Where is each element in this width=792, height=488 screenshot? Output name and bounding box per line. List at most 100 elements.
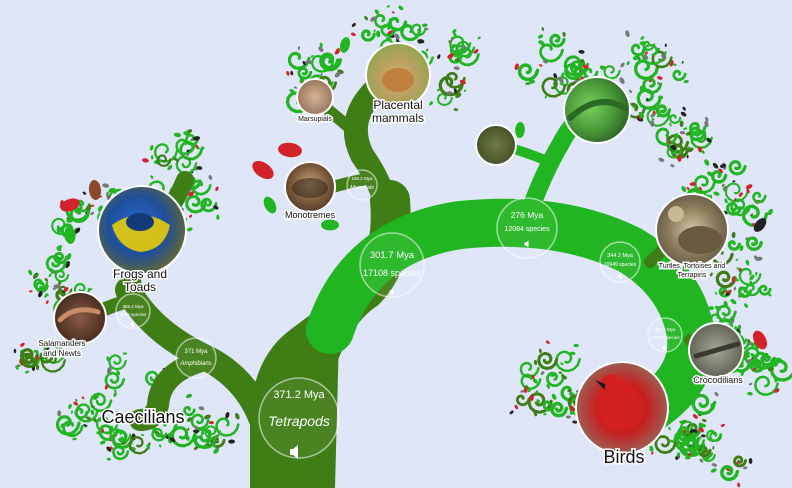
label-placental-line1[interactable]: Placental (372, 97, 424, 114)
leaf (192, 429, 199, 434)
leaf (350, 32, 356, 36)
leaf (699, 436, 702, 440)
leaf (679, 130, 686, 135)
node-frogs-salamanders-count: 5565 species (120, 312, 147, 317)
leaf-curl (62, 420, 84, 438)
label-salamanders-line2[interactable]: and Newts (42, 348, 83, 360)
leaf (704, 159, 710, 166)
label-frogs-line2[interactable]: Toads (122, 279, 157, 296)
leaf (60, 198, 80, 212)
leaf (96, 431, 102, 435)
leaf (319, 42, 323, 48)
leaf (188, 157, 191, 161)
leaf (638, 111, 645, 119)
leaf (235, 413, 240, 420)
leaf (525, 385, 529, 390)
label-birds[interactable]: Birds (602, 446, 646, 469)
leaf (391, 11, 395, 14)
leaf (66, 218, 73, 223)
leaf (453, 32, 457, 37)
leaf-curl (642, 40, 656, 51)
leaf-curl (39, 351, 54, 364)
marsupial-photo[interactable] (296, 78, 334, 116)
cardinal-photo[interactable] (575, 361, 669, 455)
label-marsupials[interactable]: Marsupials (297, 115, 334, 125)
node-amniotes[interactable]: 301.7 Mya 17108 species (359, 232, 425, 298)
leaf-curl (75, 403, 99, 423)
crocodile-photo[interactable] (688, 322, 744, 378)
label-turtles-line1[interactable]: Turtles, Tortoises and (657, 262, 727, 272)
label-crocodilians[interactable]: Crocodilians (692, 374, 745, 387)
hamster-photo[interactable] (365, 42, 431, 108)
leaf-curl (321, 54, 340, 70)
leaf (734, 278, 739, 282)
tortoise-photo[interactable] (655, 193, 729, 267)
label-placental-line2[interactable]: mammals (370, 110, 425, 127)
leaf (699, 458, 704, 463)
leaf (213, 447, 220, 454)
leaf (679, 120, 684, 128)
leaf (625, 30, 630, 38)
echidna-photo[interactable] (284, 161, 336, 213)
leaf (321, 219, 339, 231)
leaf (60, 423, 64, 428)
leaf-curl (215, 417, 240, 437)
leaf (183, 131, 191, 136)
node-frogs-salamanders[interactable]: 355.4 Mya 5565 species (115, 293, 151, 329)
leaf (645, 51, 648, 55)
label-monotremes[interactable]: Monotremes (283, 209, 337, 222)
node-archosaurs[interactable]: 340.4 Mya 10916 species (647, 317, 683, 353)
leaf (278, 142, 302, 158)
node-sauropsids[interactable]: 276 Mya 12084 species (496, 197, 558, 259)
leaf (545, 340, 550, 344)
leaf-curl (710, 170, 728, 184)
leaf (196, 166, 203, 170)
node-mammals[interactable]: 165.2 Mya Mammals (346, 169, 378, 201)
label-frogs-line1[interactable]: Frogs and (111, 266, 168, 283)
leaf (114, 411, 119, 417)
leaf-curl (630, 43, 647, 57)
leaf (149, 145, 154, 151)
leaf (394, 33, 400, 40)
iguana-photo[interactable] (563, 76, 631, 144)
leaf (683, 79, 689, 84)
leaf (565, 415, 571, 419)
node-tetrapods[interactable]: 371.2 Mya Tetrapods (258, 377, 340, 459)
node-archosaurs-age: 340.4 Mya (654, 327, 676, 332)
leaf-curl (569, 60, 588, 76)
leaf-curl (550, 401, 569, 418)
label-salamanders-line1[interactable]: Salamanders (37, 338, 87, 350)
leaf-curl (54, 269, 70, 283)
leaf (722, 185, 728, 191)
leaf (334, 71, 341, 78)
leaf (385, 37, 392, 42)
leaf (58, 346, 62, 352)
leaf-curl (537, 351, 559, 371)
leaf (704, 456, 710, 461)
leaf (735, 258, 739, 261)
leaf (580, 69, 585, 74)
leaf (436, 88, 441, 92)
leaf (658, 95, 664, 99)
salamander-photo[interactable] (53, 291, 107, 345)
leaf (88, 180, 102, 200)
node-amphibians[interactable]: 371 Mya Amphibians (175, 337, 217, 379)
leaf (767, 208, 773, 216)
label-caecilians[interactable]: Caecilians (100, 406, 186, 429)
leaf (418, 41, 422, 44)
leaf (701, 434, 706, 438)
leaf-curl (738, 267, 762, 286)
leaf (514, 63, 519, 71)
leaf-curl (642, 77, 663, 95)
label-turtles-line2[interactable]: Terrapins (676, 271, 708, 281)
leaf-curl (697, 445, 712, 458)
node-turtles-archosaurs[interactable]: 344.2 Mya 10949 species (599, 241, 641, 283)
leaf (459, 79, 466, 85)
lizard-photo[interactable] (475, 124, 517, 166)
leaf (82, 191, 87, 195)
caecilian-branch (129, 349, 216, 431)
leaf (745, 259, 750, 266)
poison-dart-frog-photo[interactable] (97, 185, 187, 275)
leaf (364, 16, 368, 21)
